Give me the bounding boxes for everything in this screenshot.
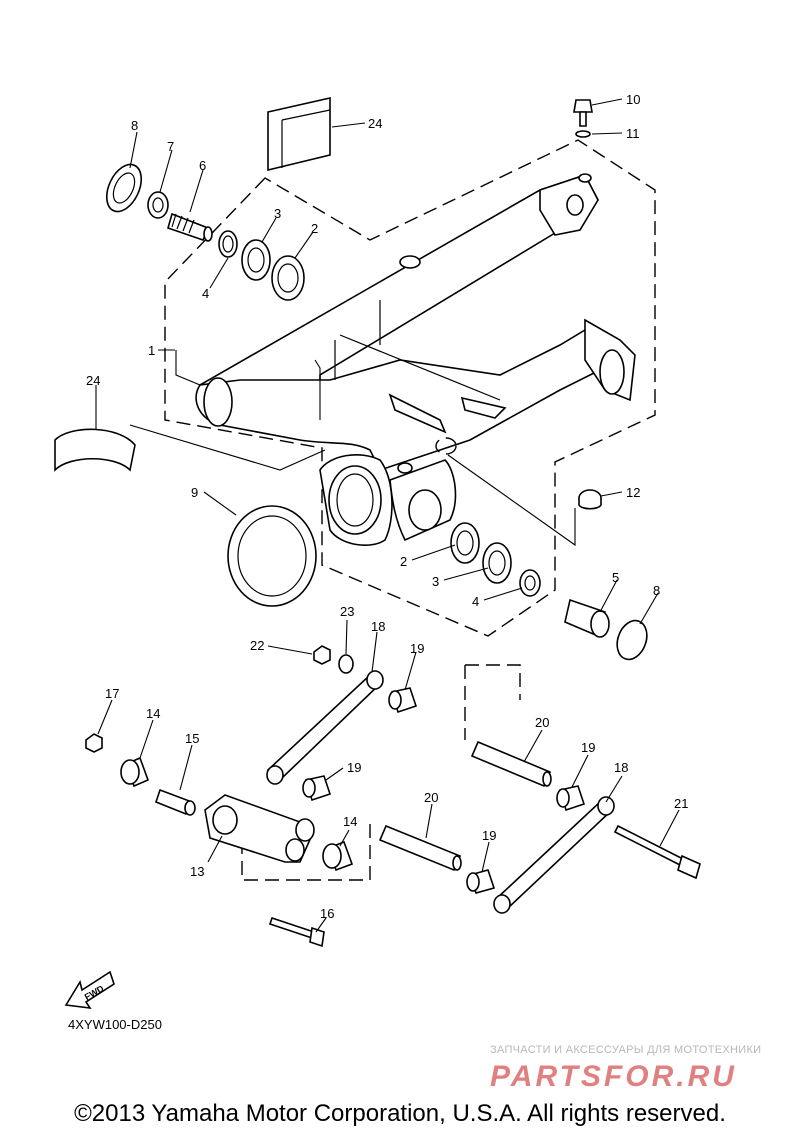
part-2-bearing-left (271, 255, 305, 301)
part-24-label-top (267, 96, 331, 172)
callout-19: 19 (581, 740, 595, 755)
callout-21: 21 (674, 796, 688, 811)
callout-16: 16 (320, 906, 334, 921)
part-9-dust-ring (227, 505, 317, 607)
part-8-cap-right (616, 619, 648, 661)
callout-19: 19 (410, 641, 424, 656)
watermark-logo: PARTSFOR.RU (490, 1060, 737, 1092)
callout-17: 17 (105, 686, 119, 701)
linkage-outline (241, 664, 521, 881)
diagram-code: 4XYW100-D250 (68, 1017, 162, 1032)
assembly-outline (164, 139, 656, 637)
part-18-link-lower (493, 796, 615, 914)
callout-19: 19 (482, 828, 496, 843)
callout-2: 2 (400, 554, 407, 569)
part-5-pivot-shaft (564, 598, 610, 638)
callout-8: 8 (653, 583, 660, 598)
callout-24: 24 (86, 373, 100, 388)
part-7-collar (147, 191, 169, 219)
swingarm (195, 173, 636, 546)
part-20-collars (378, 740, 552, 872)
part-24-label-left (54, 428, 136, 472)
callout-labels: 8 7 6 4 3 2 1 24 24 10 11 12 9 2 3 4 5 8… (86, 92, 688, 921)
part-3-bearing-left (241, 239, 271, 281)
callout-5: 5 (612, 570, 619, 585)
callout-23: 23 (340, 604, 354, 619)
callout-22: 22 (250, 638, 264, 653)
callout-18: 18 (371, 619, 385, 634)
callout-19: 19 (347, 760, 361, 775)
copyright-notice: ©2013 Yamaha Motor Corporation, U.S.A. A… (74, 1100, 726, 1127)
callout-4: 4 (202, 286, 209, 301)
callout-20: 20 (424, 790, 438, 805)
callout-8: 8 (131, 118, 138, 133)
part-11-washer (575, 130, 591, 138)
watermark-logo-text: PARTSFOR.RU (490, 1060, 737, 1092)
callout-10: 10 (626, 92, 640, 107)
callout-4: 4 (472, 594, 479, 609)
part-13-relay-arm (204, 794, 315, 863)
part-14-collar-b (322, 840, 354, 872)
callout-13: 13 (190, 864, 204, 879)
callout-14: 14 (343, 814, 357, 829)
part-4-seal-left (218, 230, 238, 258)
callout-6: 6 (199, 158, 206, 173)
part-15-spacer (155, 788, 196, 816)
callout-7: 7 (167, 139, 174, 154)
callout-2: 2 (311, 221, 318, 236)
callout-12: 12 (626, 485, 640, 500)
callout-11: 11 (626, 126, 640, 141)
part-8-cap-left (105, 163, 143, 213)
part-3-bearing-right (482, 542, 512, 584)
callout-18: 18 (614, 760, 628, 775)
part-4-seal-right (519, 569, 541, 597)
callout-3: 3 (274, 206, 281, 221)
callout-24: 24 (368, 116, 382, 131)
callout-1: 1 (148, 343, 155, 358)
part-17-nut (85, 733, 103, 753)
watermark-tagline: ЗАПЧАСТИ И АКСЕССУАРЫ ДЛЯ МОТОТЕХНИКИ (490, 1044, 762, 1056)
callout-9: 9 (191, 485, 198, 500)
fwd-arrow-icon: FWD (64, 970, 115, 1010)
part-12-plug (578, 489, 602, 510)
part-23-washer (338, 654, 354, 674)
callout-20: 20 (535, 715, 549, 730)
part-10-bolt (573, 99, 593, 127)
part-18-link-upper (266, 670, 384, 785)
part-2-bearing-right (450, 522, 480, 564)
part-14-collar-a (120, 756, 150, 788)
part-22-nut (313, 645, 331, 665)
part-19-bushings (302, 687, 586, 894)
part-21-bolt (613, 824, 701, 880)
callout-14: 14 (146, 706, 160, 721)
callout-15: 15 (185, 731, 199, 746)
callout-3: 3 (432, 574, 439, 589)
leader-lines (95, 98, 680, 933)
part-6-pivot-shaft (167, 212, 213, 242)
part-16-bolt (268, 916, 325, 948)
